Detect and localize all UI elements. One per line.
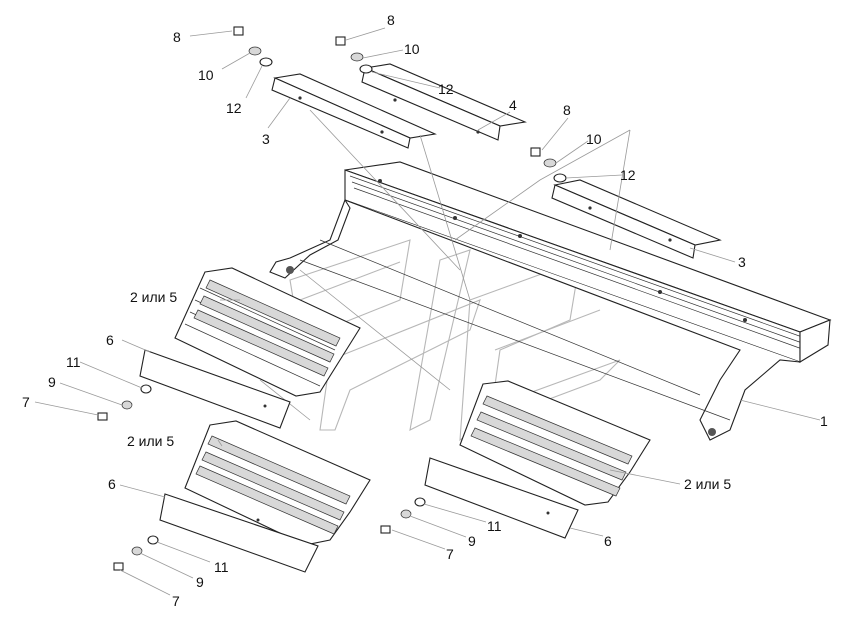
fastener-group-left-bottom (113, 535, 159, 571)
callout-8-c: 8 (563, 102, 571, 118)
callout-11-b: 11 (487, 518, 502, 534)
bracket-6-left-bottom (159, 493, 319, 573)
fastener-group-right (530, 147, 567, 183)
fastener-group-top-left (233, 26, 273, 67)
callout-6-left-top: 6 (106, 332, 114, 348)
callout-labels: 8 10 12 3 8 10 12 4 8 10 12 3 1 2 или 5 … (22, 12, 828, 609)
step-grate-left-bottom (184, 420, 371, 546)
bracket-6-right (424, 457, 579, 539)
fastener-group-right-bottom (380, 497, 426, 534)
part-3-left-bracket (271, 73, 437, 149)
callout-3-left: 3 (262, 131, 270, 147)
callout-7-a: 7 (22, 394, 30, 410)
fastener-group-top-middle (335, 36, 373, 74)
callout-11-a: 11 (66, 354, 81, 370)
fastener-group-left-top (97, 384, 152, 421)
callout-6-left-bottom: 6 (108, 476, 116, 492)
callout-9-c: 9 (196, 574, 204, 590)
callout-10-b: 10 (404, 41, 420, 57)
callout-8-a: 8 (173, 29, 181, 45)
callout-3-right: 3 (738, 254, 746, 270)
callout-10-a: 10 (198, 67, 214, 83)
callout-2-or-5-left-bottom: 2 или 5 (127, 433, 174, 449)
callout-12-c: 12 (620, 167, 636, 183)
callout-4: 4 (509, 97, 517, 113)
part-1-beam (269, 161, 832, 441)
leader-lines (34, 27, 821, 596)
callout-7-b: 7 (446, 546, 454, 562)
callout-9-b: 9 (468, 533, 476, 549)
callout-9-a: 9 (48, 374, 56, 390)
callout-1: 1 (820, 413, 828, 429)
callout-2-or-5-right: 2 или 5 (684, 476, 731, 492)
part-3-right-bracket (551, 179, 722, 259)
step-grate-right (459, 380, 651, 506)
callout-11-c: 11 (214, 559, 229, 575)
callout-8-b: 8 (387, 12, 395, 28)
callout-12-a: 12 (226, 100, 242, 116)
callout-6-right: 6 (604, 533, 612, 549)
callout-12-b: 12 (438, 81, 454, 97)
bracket-6-left-top (139, 349, 291, 429)
callout-7-c: 7 (172, 593, 180, 609)
callout-10-c: 10 (586, 131, 602, 147)
callout-2-or-5-left-top: 2 или 5 (130, 289, 177, 305)
